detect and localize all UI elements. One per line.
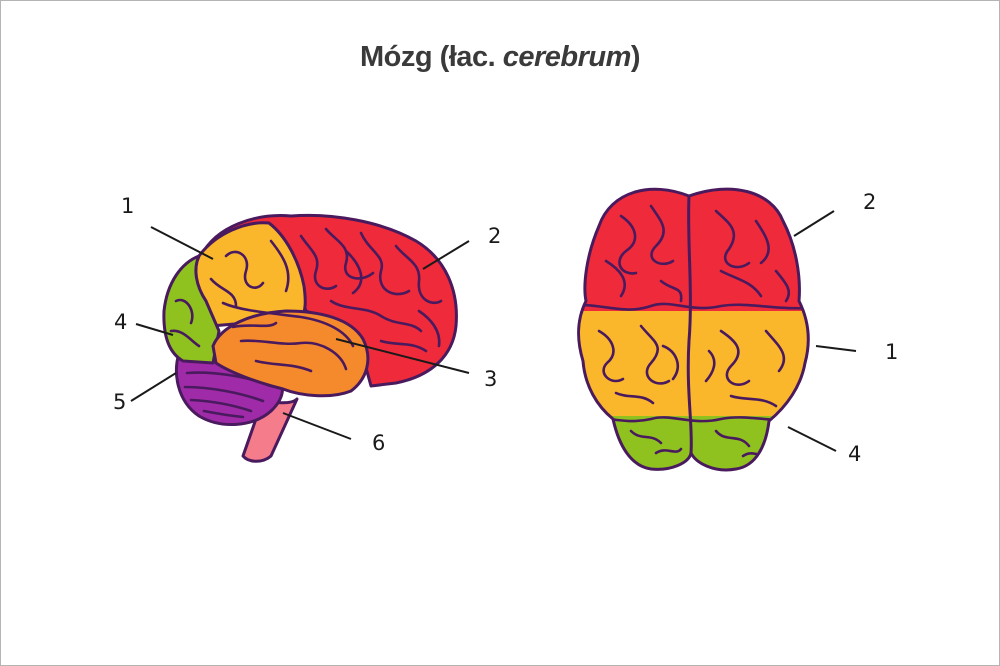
top-view-leaders xyxy=(787,210,857,452)
label-temporal-side: 3 xyxy=(484,367,497,391)
leader-occipital-side xyxy=(135,323,174,336)
top-occipital-region xyxy=(578,416,809,470)
label-cerebellum-side: 5 xyxy=(113,390,126,414)
leader-parietal-side xyxy=(150,226,214,260)
top-frontal-region xyxy=(578,189,809,311)
label-frontal-side: 2 xyxy=(488,224,501,248)
label-parietal-side: 1 xyxy=(121,194,134,218)
title-text: Mózg (łac. xyxy=(359,41,503,73)
label-brainstem-side: 6 xyxy=(372,431,385,455)
temporal-lobe-fold xyxy=(221,301,355,348)
top-view-gyri xyxy=(597,204,791,458)
leader-cerebellum-side xyxy=(130,372,177,402)
top-view-labels: 2 1 4 xyxy=(848,190,898,466)
leader-occipital-top xyxy=(787,426,837,452)
longitudinal-fissure xyxy=(686,195,693,454)
label-occipital-top: 4 xyxy=(848,442,861,466)
leader-parietal-top xyxy=(815,345,857,352)
side-view-labels: 1 2 3 4 5 6 xyxy=(113,194,501,455)
title-close: ) xyxy=(630,41,641,73)
label-occipital-side: 4 xyxy=(114,310,127,334)
top-view-brain xyxy=(577,187,810,472)
leader-brainstem-side xyxy=(282,412,352,440)
page-title: Mózg (łac. cerebrum) xyxy=(1,41,999,74)
title-latin-term: cerebrum xyxy=(502,41,632,73)
leader-frontal-side xyxy=(422,240,470,270)
leader-frontal-top xyxy=(793,210,835,237)
top-view-outline xyxy=(577,187,810,472)
top-parietal-region xyxy=(578,311,809,416)
side-view-leaders xyxy=(130,226,470,440)
side-view-gyri xyxy=(169,227,443,373)
side-view-brain xyxy=(162,213,458,463)
label-frontal-top: 2 xyxy=(863,190,876,214)
leader-temporal-side xyxy=(335,338,470,374)
label-parietal-top: 1 xyxy=(885,340,898,364)
